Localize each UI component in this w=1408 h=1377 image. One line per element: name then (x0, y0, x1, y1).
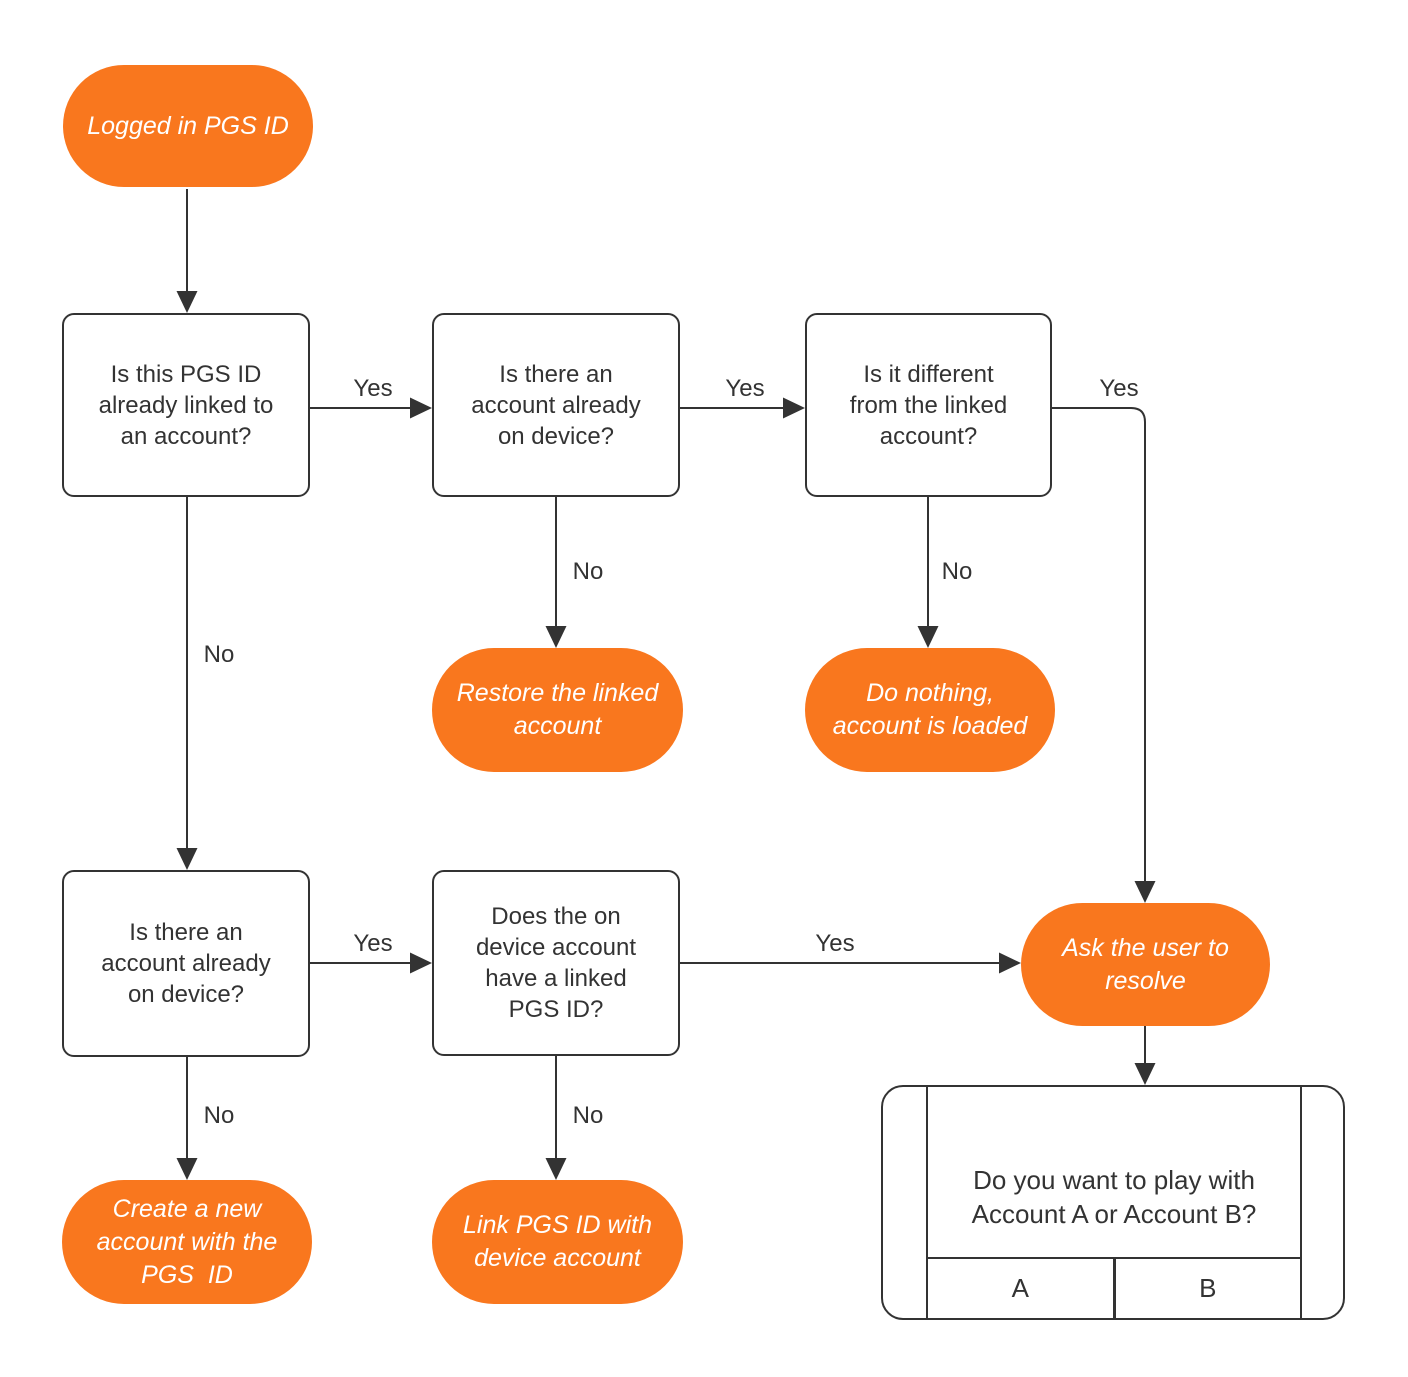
connector-different-yes-to-ask (1052, 407, 1156, 903)
edge-label-linked-yes: Yes (353, 375, 393, 402)
edge-label-pgs-have-yes: Yes (815, 930, 855, 957)
dialog-left-bezel-line (926, 1087, 928, 1318)
node-account-on-device-1: Is there an account already on device? (432, 313, 680, 497)
edge-label-pgs-have-no: No (572, 1102, 604, 1129)
connector-linked-no-to-device2 (176, 497, 198, 870)
connector-device2-no-to-create (176, 1057, 198, 1180)
connector-linked-yes-to-device1 (310, 397, 432, 419)
node-logged-in-pgs-id: Logged in PGS ID (63, 65, 313, 187)
edge-label-linked-no: No (203, 641, 235, 668)
node-device-account-has-pgs-id: Does the on device account have a linked… (432, 870, 680, 1056)
node-restore-linked-account: Restore the linked account (432, 648, 683, 772)
edge-label-device2-yes: Yes (353, 930, 393, 957)
account-choice-dialog: Do you want to play with Account A or Ac… (881, 1085, 1345, 1320)
node-account-on-device-2: Is there an account already on device? (62, 870, 310, 1057)
node-ask-user-to-resolve: Ask the user to resolve (1021, 903, 1270, 1026)
node-link-pgs-id-device-account: Link PGS ID with device account (432, 1180, 683, 1304)
connector-pgs-no-to-link (545, 1056, 567, 1180)
edge-label-device1-no: No (572, 558, 604, 585)
node-do-nothing-account-loaded: Do nothing, account is loaded (805, 648, 1055, 772)
connector-pgs-yes-to-ask (680, 952, 1021, 974)
connector-device1-yes-to-different (680, 397, 805, 419)
edge-label-different-no: No (941, 558, 973, 585)
edge-label-different-yes: Yes (1099, 375, 1139, 402)
connector-device2-yes-to-pgs (310, 952, 432, 974)
node-is-pgs-id-linked: Is this PGS ID already linked to an acco… (62, 313, 310, 497)
dialog-question-text: Do you want to play with Account A or Ac… (971, 1165, 1257, 1229)
dialog-button-b: B (1199, 1273, 1217, 1303)
dialog-button-row: A B (928, 1257, 1300, 1318)
node-is-it-different: Is it different from the linked account? (805, 313, 1052, 497)
dialog-button-a: A (928, 1259, 1116, 1318)
edge-label-device1-yes: Yes (725, 375, 765, 402)
connector-device1-no-to-restore (545, 497, 567, 648)
node-create-new-account: Create a new account with the PGS ID (62, 1180, 312, 1304)
connector-ask-to-dialog (1134, 1026, 1156, 1085)
edge-label-device2-no: No (203, 1102, 235, 1129)
connector-different-no-to-nothing (917, 497, 939, 648)
connector-logged-to-linked (176, 189, 198, 313)
dialog-right-bezel-line (1300, 1087, 1302, 1318)
